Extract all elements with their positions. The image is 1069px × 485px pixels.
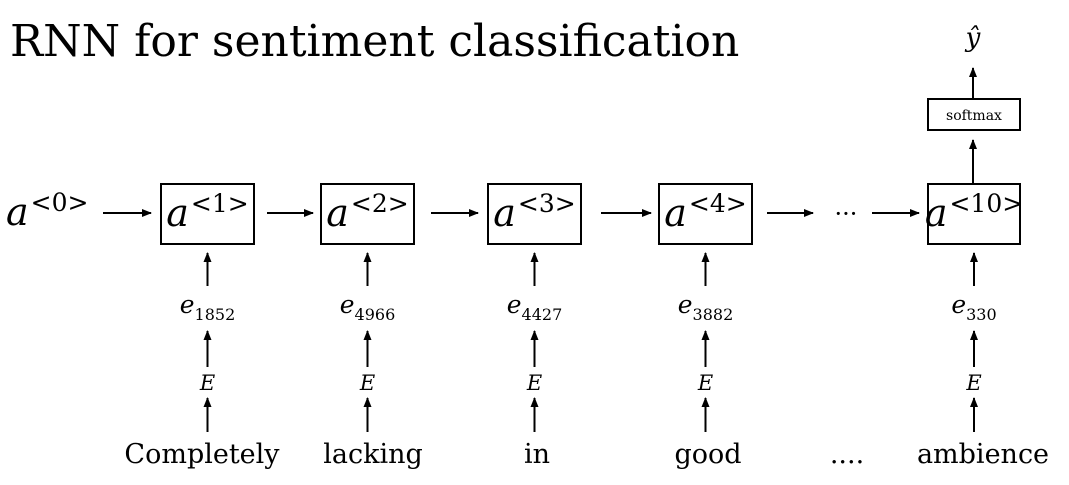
embedding-subscript: 4966	[355, 305, 396, 324]
activation-superscript: <10>	[949, 189, 1023, 218]
activation-label-3: a<3>	[493, 189, 575, 235]
embedding-matrix-label: E	[965, 371, 981, 395]
slide-title: RNN for sentiment classification	[10, 16, 739, 67]
input-word-3: in	[524, 439, 550, 470]
activation-base: a	[326, 191, 349, 235]
activation-label-1: a<1>	[166, 189, 248, 235]
input-word-1: Completely	[124, 439, 280, 470]
activation-base: a	[166, 191, 189, 235]
input-word-2: lacking	[323, 439, 423, 470]
embedding-base: e	[180, 290, 195, 319]
embedding-base: e	[340, 290, 355, 319]
embedding-matrix-label: E	[697, 371, 713, 395]
activation-label-5: a<10>	[925, 189, 1023, 235]
activation-box-5	[927, 183, 1021, 245]
input-word-5: ambience	[917, 439, 1049, 470]
embedding-matrix-label: E	[526, 371, 542, 395]
initial-activation: a<0>	[6, 188, 88, 234]
embedding-matrix-label: E	[359, 371, 375, 395]
timestep-group: a<1>e1852ECompletelya<2>e4966Elackinga<3…	[124, 183, 1049, 470]
activation-box-4	[658, 183, 753, 245]
embedding-label-1: e1852	[180, 290, 236, 324]
initial-activation-superscript: <0>	[31, 188, 89, 217]
activation-box-1	[160, 183, 255, 245]
input-word-4: good	[674, 439, 741, 470]
activation-superscript: <1>	[191, 189, 249, 218]
embedding-label-2: e4966	[340, 290, 396, 324]
activation-label-2: a<2>	[326, 189, 408, 235]
embedding-base: e	[951, 290, 966, 319]
embedding-base: e	[507, 290, 522, 319]
softmax-label: softmax	[946, 108, 1002, 124]
embedding-subscript: 330	[966, 305, 997, 324]
activation-box-2	[320, 183, 415, 245]
activation-superscript: <4>	[689, 189, 747, 218]
activation-superscript: <3>	[518, 189, 576, 218]
embedding-label-5: e330	[951, 290, 996, 324]
embedding-label-3: e4427	[507, 290, 563, 324]
word-ellipsis: ....	[830, 439, 864, 470]
embedding-subscript: 3882	[693, 305, 734, 324]
embedding-matrix-label: E	[199, 371, 215, 395]
embedding-label-4: e3882	[678, 290, 734, 324]
activation-base: a	[925, 191, 948, 235]
embedding-subscript: 1852	[195, 305, 236, 324]
activation-ellipsis: ···	[835, 200, 858, 228]
initial-activation-base: a	[6, 190, 29, 234]
embedding-subscript: 4427	[522, 305, 563, 324]
activation-base: a	[664, 191, 687, 235]
activation-superscript: <2>	[351, 189, 409, 218]
activation-base: a	[493, 191, 516, 235]
activation-label-4: a<4>	[664, 189, 746, 235]
embedding-base: e	[678, 290, 693, 319]
activation-box-3	[487, 183, 582, 245]
output-yhat: ŷ	[965, 23, 981, 53]
